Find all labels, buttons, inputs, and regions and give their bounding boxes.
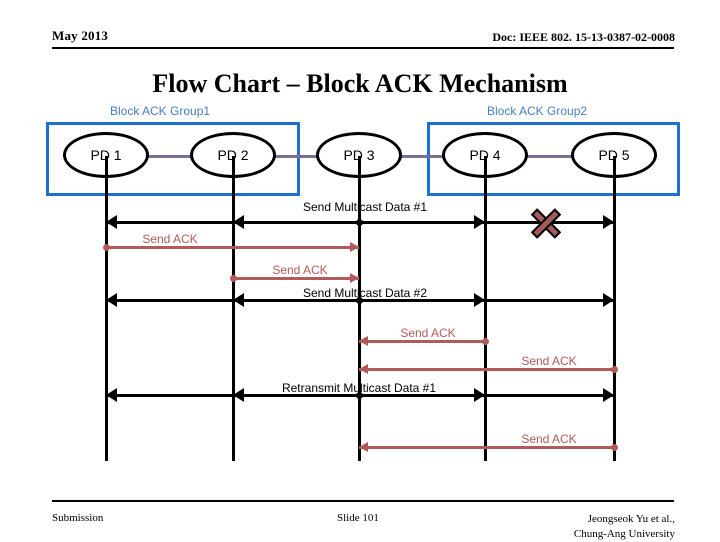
footer-submission: Submission: [52, 512, 104, 524]
lifeline-pd4: [484, 156, 487, 461]
label-ack-pd5-pd3-second: Send ACK: [521, 432, 577, 446]
arrowhead-retransmit1-pd5: [603, 388, 614, 402]
arrow-ack-pd1-pd3: [106, 246, 359, 249]
arrowhead-multicast2-pd1: [106, 293, 117, 307]
arrowhead-ack-pd5-pd3: [359, 364, 368, 374]
arrowhead-multicast2-pd5: [603, 293, 614, 307]
arrow-multicast1-left: [106, 221, 359, 224]
block-ack-group2-box: [427, 122, 680, 196]
label-ack-pd2-pd3: Send ACK: [272, 263, 328, 277]
block-ack-group1-label: Block ACK Group1: [110, 104, 211, 118]
label-retransmit-multicast-data-1: Retransmit Multicast Data #1: [281, 381, 437, 395]
block-ack-group1-box: [46, 122, 300, 196]
label-send-multicast-data-1: Send Multicast Data #1: [302, 200, 428, 214]
arrow-multicast2-left: [106, 299, 359, 302]
origin-dot-multicast2: [356, 297, 363, 304]
arrow-multicast1-right: [359, 221, 614, 224]
header-doc-reference: Doc: IEEE 802. 15-13-0387-02-0008: [492, 30, 675, 44]
arrowhead-ack-pd2-pd3: [350, 273, 359, 283]
arrow-multicast2-right: [359, 299, 614, 302]
arrowhead-multicast2-pd2: [233, 293, 244, 307]
lifeline-pd5: [613, 156, 616, 461]
page-title: Flow Chart – Block ACK Mechanism: [152, 69, 568, 98]
origin-dot-ack-pd2: [230, 275, 237, 282]
arrowhead-retransmit1-pd4: [474, 388, 485, 402]
arrowhead-retransmit1-pd2: [233, 388, 244, 402]
arrow-retransmit1-left: [106, 394, 359, 397]
label-send-multicast-data-2: Send Multicast Data #2: [302, 286, 428, 300]
footer-slide-number: Slide 101: [337, 512, 379, 524]
arrowhead-ack-pd4-pd3: [359, 336, 368, 346]
origin-dot-retransmit1: [356, 392, 363, 399]
label-ack-pd5-pd3: Send ACK: [521, 354, 577, 368]
footer-author-name: Jeongseok Yu et al.,: [587, 513, 675, 525]
origin-dot-ack-pd5: [611, 366, 618, 373]
arrow-ack-pd5-pd3: [359, 368, 614, 371]
arrow-retransmit1-right: [359, 394, 614, 397]
label-ack-pd4-pd3: Send ACK: [400, 326, 456, 340]
origin-dot-ack-pd1: [103, 244, 110, 251]
lifeline-pd3: [358, 156, 361, 461]
x-failure-marker: [529, 206, 563, 240]
block-ack-group2-label: Block ACK Group2: [487, 104, 588, 118]
arrow-ack-pd2-pd3: [233, 277, 359, 280]
origin-dot-ack-pd5-second: [611, 444, 618, 451]
header-date: May 2013: [52, 28, 109, 43]
lifeline-pd2: [232, 156, 235, 461]
arrowhead-multicast1-pd1: [106, 215, 117, 229]
header-divider: [52, 47, 674, 49]
lifeline-pd1: [105, 156, 108, 461]
origin-dot-multicast1: [356, 219, 363, 226]
origin-dot-ack-pd4: [482, 338, 489, 345]
arrowhead-multicast1-pd2: [233, 215, 244, 229]
label-ack-pd1-pd3: Send ACK: [142, 232, 198, 246]
arrowhead-multicast2-pd4: [474, 293, 485, 307]
arrowhead-ack-pd5-pd3-second: [359, 442, 368, 452]
arrow-ack-pd4-pd3: [359, 340, 485, 343]
node-pd1: PD 1: [63, 132, 149, 178]
footer-affiliation: Chung-Ang University: [573, 528, 675, 540]
arrowhead-multicast1-pd5: [603, 215, 614, 229]
arrow-ack-pd5-pd3-second: [359, 446, 614, 449]
footer-divider: [52, 500, 674, 502]
arrowhead-multicast1-pd4: [474, 215, 485, 229]
arrowhead-retransmit1-pd1: [106, 388, 117, 402]
arrowhead-ack-pd1-pd3: [350, 242, 359, 252]
footer-authors: Jeongseok Yu et al., Chung-Ang Universit…: [574, 512, 675, 542]
